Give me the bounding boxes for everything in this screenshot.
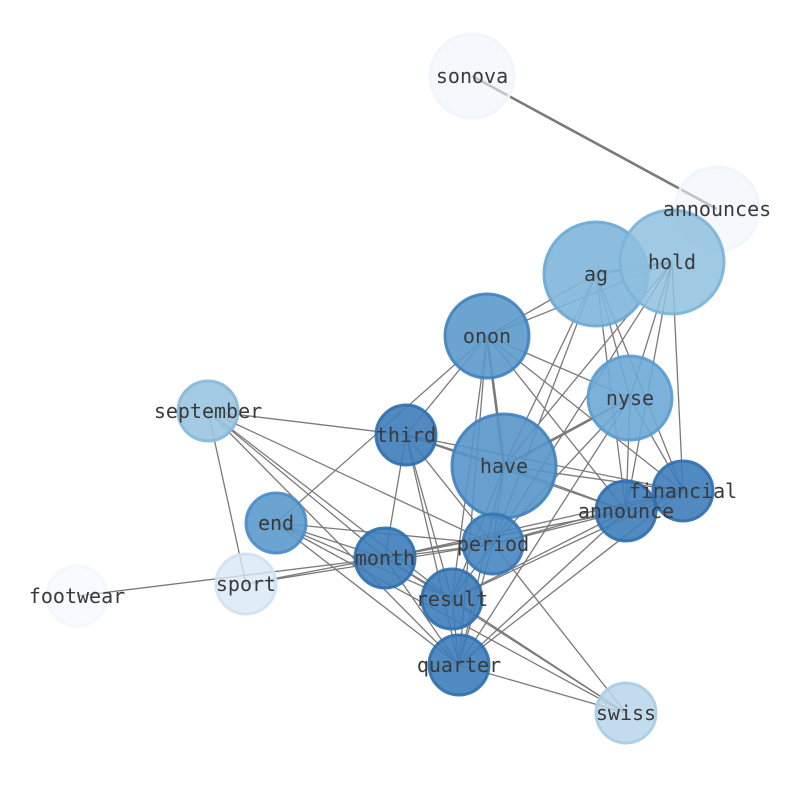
node-label-announces: announces — [663, 197, 771, 221]
node-label-quarter: quarter — [417, 653, 501, 677]
node-label-swiss: swiss — [596, 701, 656, 725]
node-label-month: month — [355, 546, 415, 570]
node-label-september: september — [154, 399, 262, 423]
edge-september-quarter — [207, 410, 460, 666]
node-onon[interactable] — [443, 292, 531, 380]
node-end[interactable] — [244, 491, 308, 555]
edge-period-swiss — [492, 543, 627, 714]
node-swiss[interactable] — [594, 681, 658, 745]
node-sport[interactable] — [214, 552, 278, 616]
node-result[interactable] — [420, 567, 484, 631]
node-label-nyse: nyse — [606, 386, 654, 410]
node-label-sport: sport — [216, 572, 276, 596]
node-label-hold: hold — [648, 250, 696, 274]
node-hold[interactable] — [618, 208, 726, 316]
node-label-onon: onon — [463, 324, 511, 348]
node-label-result: result — [416, 587, 488, 611]
edge-sonova-announces — [471, 74, 718, 211]
node-nyse[interactable] — [586, 354, 674, 442]
label-layer: sonova announces ag hold onon nyse september th… — [29, 64, 771, 725]
edge-september-period — [207, 410, 494, 545]
edge-announce-sport — [245, 510, 627, 585]
node-announce[interactable] — [594, 479, 658, 543]
node-month[interactable] — [353, 526, 417, 590]
node-layer — [45, 32, 761, 745]
node-footwear[interactable] — [45, 564, 109, 628]
node-sonova[interactable] — [428, 32, 516, 120]
edge-end-quarter — [275, 522, 460, 666]
node-quarter[interactable] — [427, 633, 491, 697]
node-label-end: end — [258, 511, 294, 535]
node-september[interactable] — [176, 379, 240, 443]
node-third[interactable] — [374, 403, 438, 467]
edge-september-month — [207, 410, 386, 559]
node-period[interactable] — [461, 512, 525, 576]
edge-announce-quarter — [458, 510, 627, 666]
node-label-ag: ag — [584, 262, 608, 286]
node-label-announce: announce — [578, 499, 674, 523]
node-label-third: third — [376, 423, 436, 447]
node-label-have: have — [480, 454, 528, 478]
edge-result-swiss — [451, 598, 627, 714]
node-financial[interactable] — [651, 459, 715, 523]
node-label-financial: financial — [629, 479, 737, 503]
node-label-footwear: footwear — [29, 584, 125, 608]
edge-september-third — [207, 410, 407, 436]
node-label-period: period — [457, 532, 529, 556]
node-label-sonova: sonova — [436, 64, 508, 88]
